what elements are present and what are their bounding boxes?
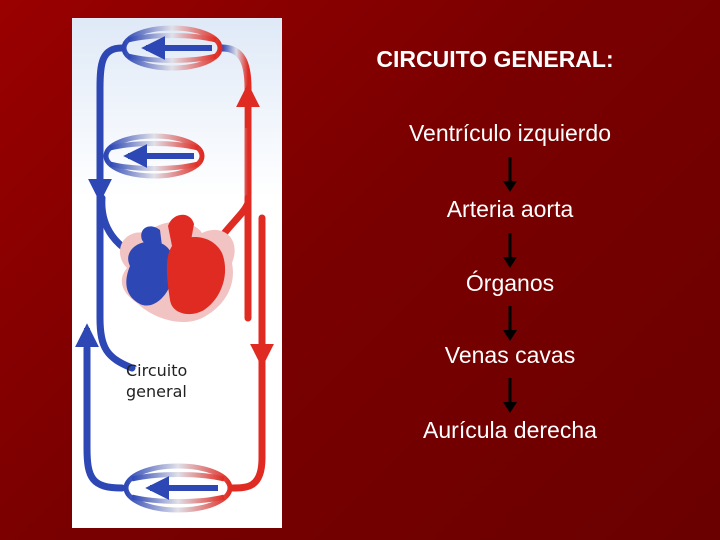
descending-artery-path <box>228 214 266 492</box>
flow-step-right-atrium: Aurícula derecha <box>423 417 597 443</box>
heart-illustration <box>119 214 235 323</box>
flow-step-aorta: Arteria aorta <box>446 196 574 222</box>
aorta-root <box>168 214 194 246</box>
heart-right-side <box>126 241 175 306</box>
diagram-label: Circuito general <box>126 361 188 401</box>
vena-cava-root <box>141 226 162 248</box>
down-arrow-3 <box>503 306 517 341</box>
left-vein-path <box>96 44 136 372</box>
flow-step-left-ventricle: Ventrículo izquierdo <box>408 120 611 146</box>
down-arrow-1 <box>503 157 517 192</box>
circulation-diagram <box>75 25 274 513</box>
flow-step-vena-cava: Venas cavas <box>444 342 576 368</box>
flow-step-organs: Órganos <box>465 270 555 296</box>
down-arrow-4 <box>503 378 517 413</box>
vessel-paths <box>83 44 266 492</box>
right-artery-top-path <box>218 44 252 202</box>
page-title: CIRCUITO GENERAL: <box>376 46 614 72</box>
flow-arrows <box>75 36 274 500</box>
down-arrow-2 <box>503 233 517 268</box>
circulation-diagram-panel: Circuito general <box>72 18 282 528</box>
heart-left-side <box>166 236 226 315</box>
lower-vein-path <box>83 344 126 492</box>
